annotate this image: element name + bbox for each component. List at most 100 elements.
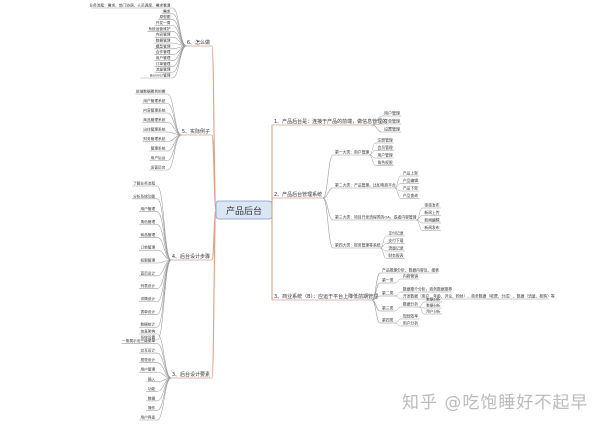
left-leaf: 用户管理 [140, 206, 155, 211]
right-leaf: 财务报表 [388, 253, 403, 258]
left-leaf: 数据统计 [140, 322, 155, 327]
left-leaf: 用户管理 [140, 367, 155, 372]
left-link [167, 93, 182, 136]
left-leaf: 前端数据看到的看 [136, 89, 166, 94]
right-leaf: 产品上架 [403, 171, 418, 176]
right-leaf: 审核发布 [424, 203, 439, 208]
right-link [394, 295, 401, 300]
left-link [172, 19, 187, 47]
right-link [380, 247, 387, 259]
left-leaf: 管理系统 [151, 146, 166, 151]
right-leaf: 产品查询 [403, 193, 418, 198]
right-leaf: 会员管理 [377, 145, 392, 150]
right-link [394, 306, 401, 312]
left-link [172, 7, 187, 47]
left-leaf: 表单设计 [140, 309, 155, 314]
right-leaf: 支付记录 [388, 231, 403, 236]
right-link [394, 291, 401, 297]
right-group: 产品推理分析、数据内容及、报表 [382, 268, 439, 273]
right-leaf: 用户分析 [426, 309, 441, 314]
left-branch-link [211, 134, 217, 211]
right-link [371, 282, 381, 301]
right-group: 第四大类：财务管理等系统 [335, 243, 381, 248]
left-leaf: 内容管理 [156, 32, 171, 37]
right-leaf: 数据分析 [403, 302, 418, 307]
right-link [322, 197, 334, 249]
right-link [419, 301, 425, 308]
right-leaf: 用户分析 [403, 321, 418, 326]
right-group: 第三大类：项目开发流程类的OA，或者内容管理 [335, 215, 417, 220]
right-leaf: 产品下架 [403, 186, 418, 191]
left-branch-label: 3、后台设计要素 [172, 371, 210, 378]
left-leaf: 商品管理 [140, 232, 155, 237]
left-link [156, 211, 172, 261]
left-link [156, 259, 172, 328]
left-leaf: 角色管理 [140, 219, 155, 224]
left-leaf: 用户管理 [156, 55, 171, 60]
left-leaf: 模型管理 [156, 43, 171, 48]
left-leaf: 财务管理系统 [143, 136, 165, 141]
right-link [322, 154, 334, 199]
left-link [167, 112, 182, 136]
right-leaf: 开发数据（用户、年龄、评论、粉丝）、商务数据（收费、分成）、数据（流量、新购）等 [403, 294, 555, 299]
left-leaf: 功能 [148, 386, 156, 391]
left-leaf: 视觉设计 [140, 357, 155, 362]
left-link [157, 362, 172, 379]
left-link [172, 45, 187, 79]
left-link [167, 122, 182, 136]
left-link [167, 103, 182, 136]
right-link [322, 197, 334, 221]
right-leaf: 新闻编辑 [424, 218, 439, 223]
right-link [371, 295, 381, 301]
left-link [156, 377, 172, 421]
left-leaf: 用户管理系统 [143, 98, 165, 103]
left-link [157, 343, 172, 379]
left-leaf: 一般展示出三级菜单 [122, 338, 155, 343]
left-leaf: 数据管理 [156, 38, 171, 43]
right-branch-label: 1、产品后台是：连接于产品的前端，做信息管理的 [274, 118, 387, 125]
left-leaf: 系统运营维护 [148, 26, 170, 31]
left-leaf: 运营后台 [151, 165, 166, 170]
left-branch-label: 5、实际例子 [182, 128, 210, 135]
right-group: 第二类 [382, 291, 394, 296]
left-leaf: 权限管理 [140, 258, 155, 263]
right-link [371, 299, 381, 324]
right-link [380, 235, 387, 249]
left-leaf: 数据 [148, 395, 156, 400]
left-link [156, 333, 172, 379]
left-link [167, 134, 182, 171]
right-leaf: 用户管理 [384, 110, 400, 116]
right-group: 第一类 [382, 278, 394, 283]
left-link [156, 259, 172, 341]
right-link [394, 318, 401, 324]
left-link [172, 45, 187, 67]
left-leaf: 原型图 [159, 14, 170, 19]
left-leaf: 需求 [163, 8, 171, 13]
left-branch-link [211, 209, 217, 379]
right-leaf: 数据分析 [426, 297, 441, 302]
left-leaf: 用户界面 [140, 415, 155, 420]
left-leaf: 用户后台 [151, 155, 166, 160]
left-link [157, 224, 172, 261]
right-group: 第二大类：产品管理，比如电商平台 [335, 183, 396, 188]
left-leaf: 交互设计 [140, 348, 155, 353]
right-leaf: 产品编辑 [403, 178, 418, 183]
left-branch-label: 6、怎么做 [187, 39, 210, 46]
left-leaf: 系统设置 [140, 335, 155, 340]
left-leaf: 信息架构 [140, 329, 155, 334]
left-leaf: Banner管理 [150, 73, 171, 78]
right-link [322, 187, 334, 199]
right-link [371, 299, 381, 312]
right-link [369, 154, 376, 166]
center-node-label: 产品后台 [226, 205, 262, 217]
right-leaf: 规划效率 [403, 314, 418, 319]
left-leaf: 了解业务流程 [133, 181, 155, 186]
right-link [369, 142, 376, 156]
right-group: 第一大类：用户管理 [335, 150, 369, 155]
left-link [157, 259, 172, 264]
left-leaf: 首页设计 [140, 270, 155, 275]
right-link [394, 187, 401, 199]
left-leaf: 操作 [148, 405, 156, 410]
right-link [371, 124, 383, 133]
left-leaf: 内容管理系统 [143, 108, 165, 113]
